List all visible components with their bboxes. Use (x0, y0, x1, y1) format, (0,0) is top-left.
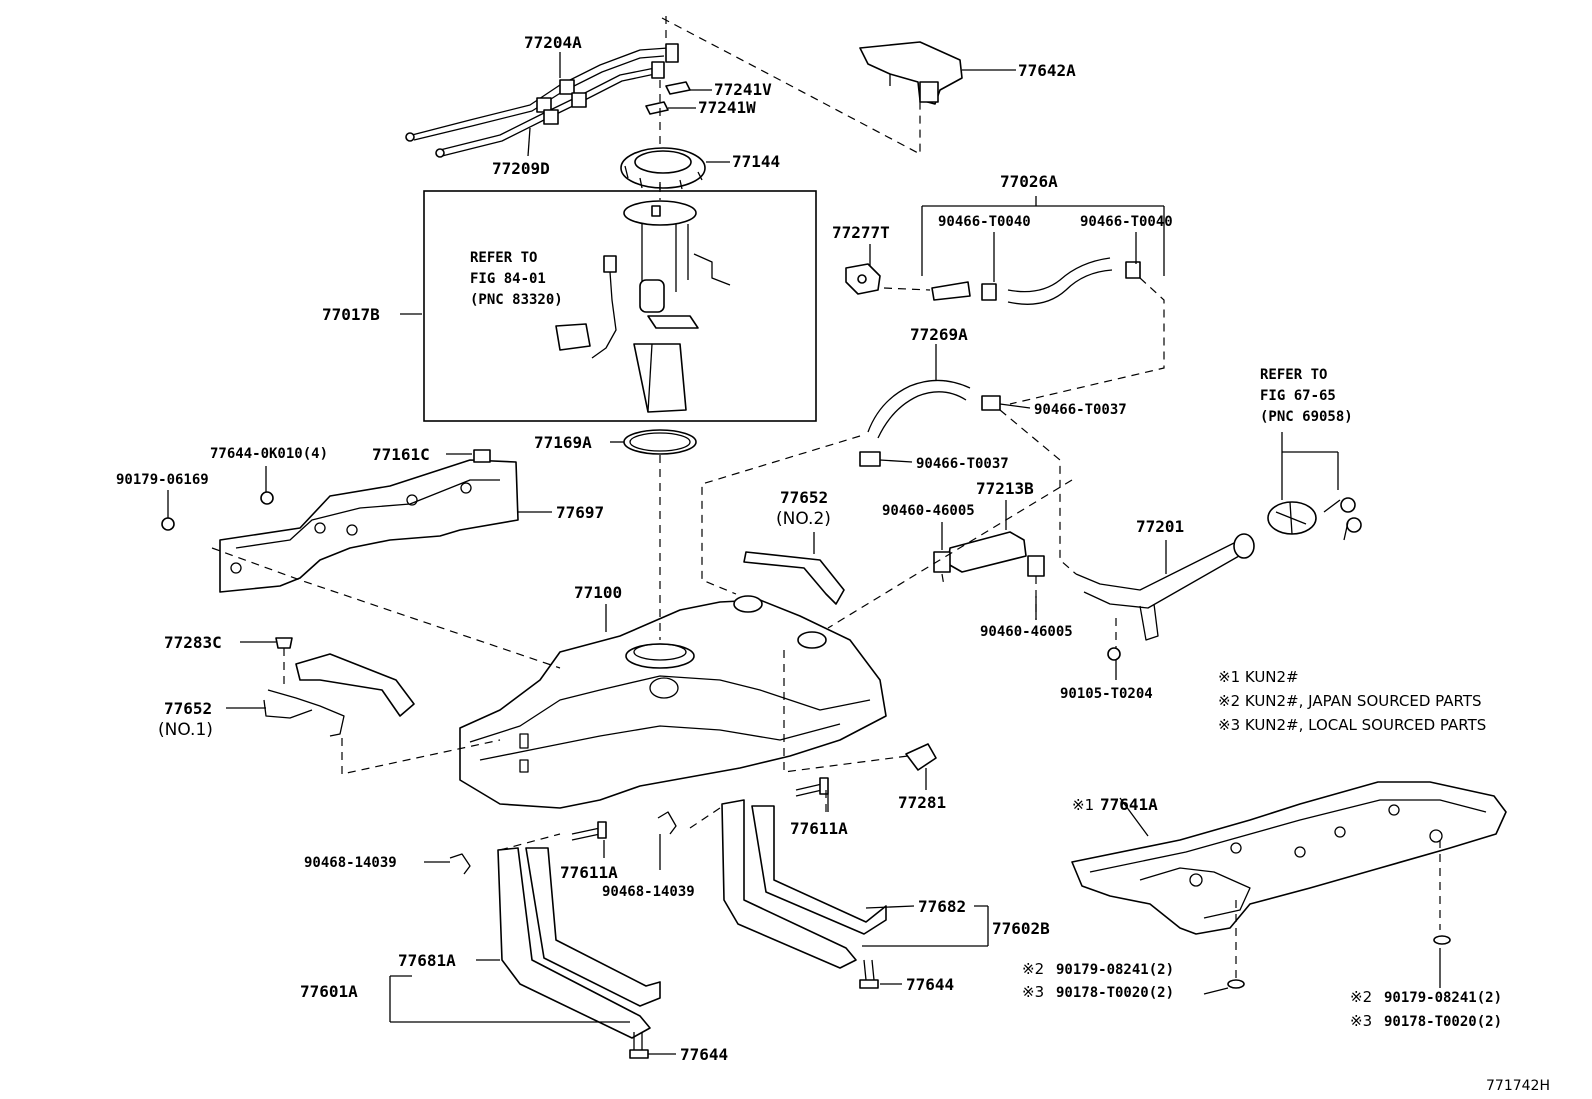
label-77601a: 77601A (300, 982, 358, 1001)
clip-77241v (665, 81, 691, 95)
refer-fig84-line1: REFER TO (470, 250, 537, 266)
gasket-77169a (623, 429, 697, 455)
fuel-pump-assy-77017b (423, 190, 817, 422)
label-77201: 77201 (1136, 517, 1184, 536)
label-77204a: 77204A (524, 33, 582, 52)
refer-fig67-line3: (PNC 69058) (1260, 409, 1353, 425)
label-90460-46005-lower: 90460-46005 (980, 624, 1073, 640)
refer-fig67-line2: FIG 67-65 (1260, 388, 1336, 404)
label-77213b: 77213B (976, 479, 1034, 498)
cover-77642a (859, 41, 963, 105)
label-77017b: 77017B (322, 305, 380, 324)
label-77209d: 77209D (492, 159, 550, 178)
label-77144: 77144 (732, 152, 780, 171)
mark-2-left: ※2 (1022, 960, 1044, 978)
band-protector-77652-no2 (743, 551, 845, 605)
label-90466-t0037-lower: 90466-T0037 (916, 456, 1009, 472)
leader-lines (167, 52, 1441, 1055)
label-90466-t0040-left: 90466-T0040 (938, 214, 1031, 230)
band-77681a (497, 847, 661, 1039)
label-77642a: 77642A (1018, 61, 1076, 80)
band-protector-77652-no1 (263, 653, 415, 737)
label-90460-46005-upper: 90460-46005 (882, 503, 975, 519)
hose-77277t (845, 263, 881, 295)
label-77169a: 77169A (534, 433, 592, 452)
refer-fig67-line1: REFER TO (1260, 367, 1327, 383)
skid-plate-77641a (1071, 781, 1507, 989)
fuel-tube-77204a (405, 43, 679, 158)
label-77652-no1: 77652 (164, 699, 212, 718)
label-77682: 77682 (918, 897, 966, 916)
label-77026a: 77026A (1000, 172, 1058, 191)
fuel-tank-77100 (459, 595, 887, 809)
clip-77241w (645, 101, 669, 115)
label-90468-14039-center: 90468-14039 (602, 884, 695, 900)
hose-77269a (859, 379, 1001, 467)
bolt-77611a-right (795, 777, 829, 797)
label-77644-lower: 77644 (680, 1045, 728, 1064)
note-3: ※3 KUN2#, LOCAL SOURCED PARTS (1218, 716, 1486, 734)
label-90179-06169: 90179-06169 (116, 472, 209, 488)
diagram-id: 771742H (1486, 1078, 1550, 1094)
label-no1: (NO.1) (158, 720, 213, 740)
label-no2: (NO.2) (776, 509, 831, 529)
bolt-77644-upper (859, 959, 879, 989)
label-77602b: 77602B (992, 919, 1050, 938)
label-90179-08241-left: 90179-08241(2) (1056, 962, 1174, 978)
label-77644-0k010: 77644-0K010(4) (210, 446, 328, 462)
refer-fig84-line2: FIG 84-01 (470, 271, 546, 287)
label-77269a: 77269A (910, 325, 968, 344)
clip-77281 (905, 743, 937, 771)
label-77644-upper: 77644 (906, 975, 954, 994)
clip-90468-14039-left (449, 853, 471, 875)
protector-77697 (161, 449, 519, 593)
mark-3-left: ※3 (1022, 983, 1044, 1001)
label-90179-08241-right: 90179-08241(2) (1384, 990, 1502, 1006)
clip-77283c (275, 637, 293, 649)
hose-77213b (933, 531, 1045, 577)
band-77682 (721, 799, 887, 969)
label-77241v: 77241V (714, 80, 772, 99)
label-77681a: 77681A (398, 951, 456, 970)
label-90105-t0204: 90105-T0204 (1060, 686, 1153, 702)
bolt-77611a-left (571, 821, 607, 841)
mark-3-right: ※3 (1350, 1012, 1372, 1030)
label-90468-14039-left: 90468-14039 (304, 855, 397, 871)
label-77281: 77281 (898, 793, 946, 812)
retainer-ring-77144 (620, 147, 706, 190)
label-77241w: 77241W (698, 98, 756, 117)
label-77611a-right: 77611A (790, 819, 848, 838)
label-90178-t0020-right: 90178-T0020(2) (1384, 1014, 1502, 1030)
label-77697: 77697 (556, 503, 604, 522)
label-77641a: 77641A (1100, 795, 1158, 814)
mark-1-skid-plate: ※1 (1072, 796, 1094, 814)
assembly-dashed-lines (211, 16, 1441, 980)
label-90178-t0020-left: 90178-T0020(2) (1056, 985, 1174, 1001)
label-77283c: 77283C (164, 633, 222, 652)
refer-fig84-line3: (PNC 83320) (470, 292, 563, 308)
mark-2-right: ※2 (1350, 988, 1372, 1006)
label-77611a-left: 77611A (560, 863, 618, 882)
label-77161c: 77161C (372, 445, 430, 464)
hose-77026a (931, 257, 1141, 305)
label-77100: 77100 (574, 583, 622, 602)
fuel-cap (1267, 497, 1362, 541)
clip-90468-14039-center (657, 811, 677, 835)
label-90466-t0037-upper: 90466-T0037 (1034, 402, 1127, 418)
filler-pipe-77201 (1075, 533, 1255, 661)
note-2: ※2 KUN2#, JAPAN SOURCED PARTS (1218, 692, 1482, 710)
label-77277t: 77277T (832, 223, 890, 242)
label-77652-no2: 77652 (780, 488, 828, 507)
label-90466-t0040-right: 90466-T0040 (1080, 214, 1173, 230)
note-1: ※1 KUN2# (1218, 668, 1299, 686)
